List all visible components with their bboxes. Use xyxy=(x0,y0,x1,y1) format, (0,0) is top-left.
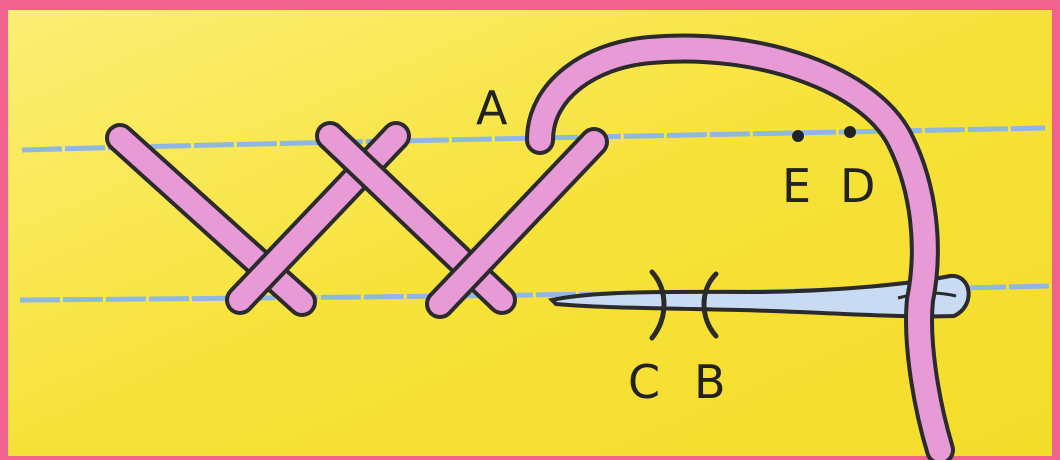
label-e: E xyxy=(782,159,811,213)
label-d: D xyxy=(840,159,875,213)
label-c: C xyxy=(628,355,660,409)
label-a: A xyxy=(476,81,508,135)
hole-e xyxy=(792,130,804,142)
hole-d xyxy=(844,126,856,138)
label-b: B xyxy=(694,355,726,409)
fabric xyxy=(8,10,1052,456)
